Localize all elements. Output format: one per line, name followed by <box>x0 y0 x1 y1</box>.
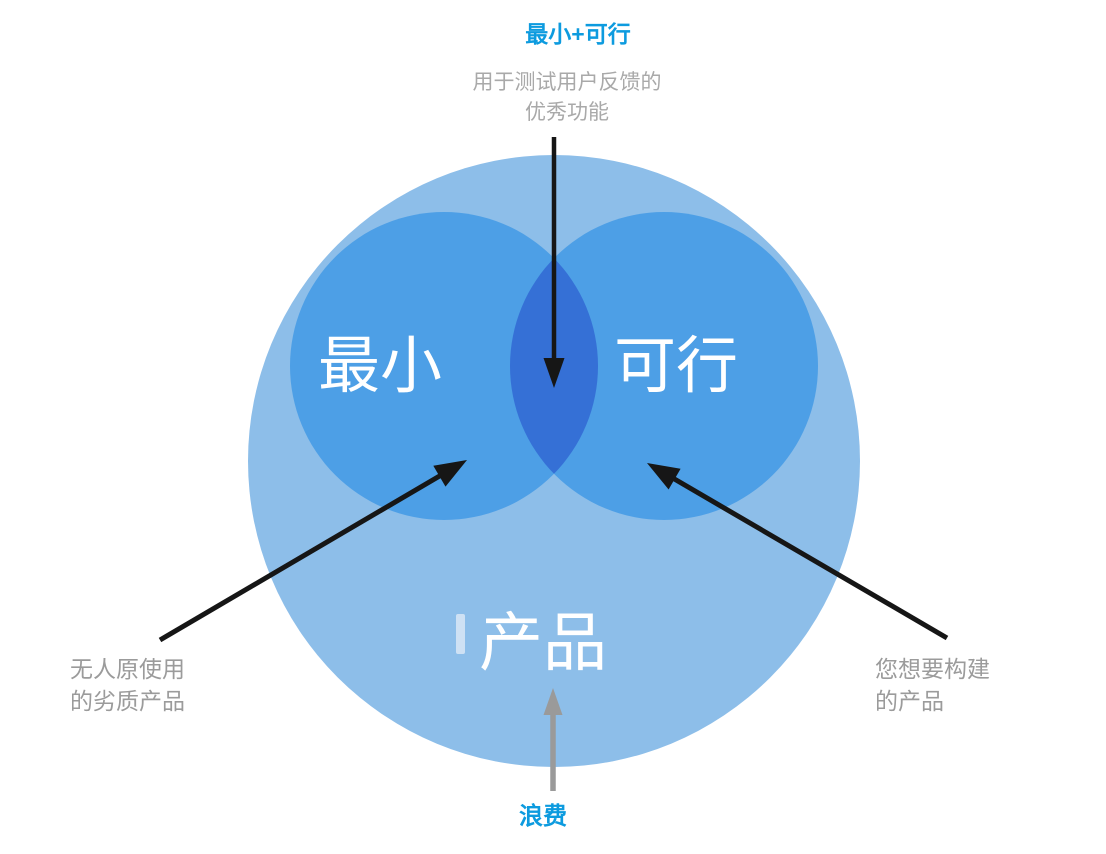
waste-arrow-head <box>543 688 563 715</box>
minimum-plus-viable-label: 最小+可行 <box>525 21 631 47</box>
minimum-circle <box>290 212 598 520</box>
left-arrow-head <box>433 460 467 487</box>
viable-circle <box>510 212 818 520</box>
product-circle-label: 产品 <box>479 608 607 679</box>
waste-label: 浪费 <box>519 803 567 830</box>
right-note: 您想要构建 的产品 <box>875 654 990 718</box>
right-note-line2: 的产品 <box>875 689 944 714</box>
viable-circle-label: 可行 <box>613 333 739 401</box>
top-note: 用于测试用户反馈的 优秀功能 <box>473 67 662 127</box>
top-arrow-head <box>543 358 565 388</box>
minimum-circle-label: 最小 <box>317 333 443 401</box>
left-note-line2: 的劣质产品 <box>70 689 185 714</box>
right-arrow-head <box>647 463 681 490</box>
left-note-line1: 无人原使用 <box>70 657 185 682</box>
right-arrow-shaft <box>669 474 949 641</box>
right-note-line1: 您想要构建 <box>875 657 990 682</box>
vertical-light-mark <box>456 614 465 654</box>
top-note-line2: 优秀功能 <box>525 100 609 124</box>
left-arrow-shaft <box>158 471 445 643</box>
left-note: 无人原使用 的劣质产品 <box>70 654 185 718</box>
top-note-line1: 用于测试用户反馈的 <box>472 70 662 94</box>
